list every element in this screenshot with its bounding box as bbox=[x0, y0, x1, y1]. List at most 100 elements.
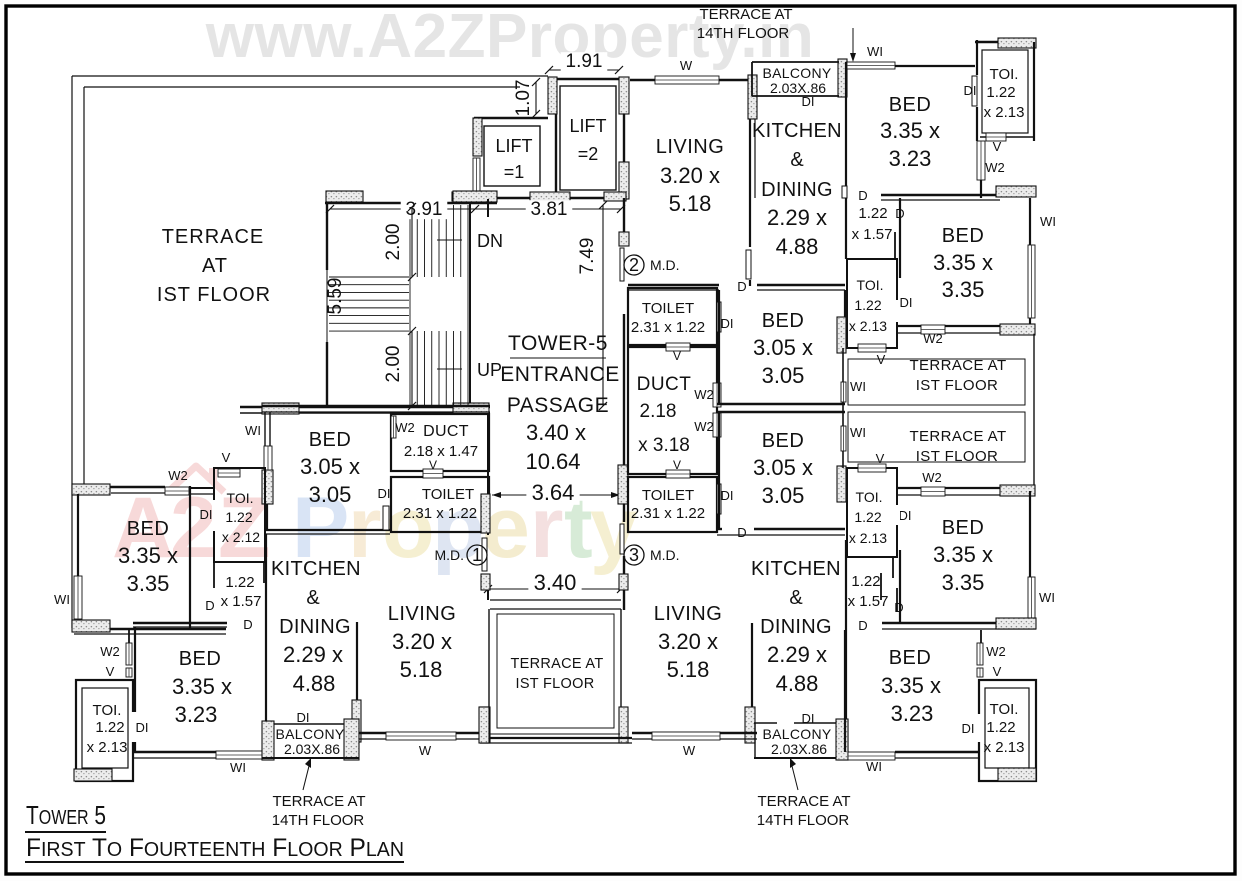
svg-text:3.23: 3.23 bbox=[889, 146, 932, 171]
svg-text:W2: W2 bbox=[395, 420, 415, 435]
svg-text:DI: DI bbox=[962, 721, 975, 736]
svg-text:M.D.: M.D. bbox=[434, 547, 464, 563]
svg-text:BED: BED bbox=[942, 517, 985, 539]
svg-text:TERRACE AT: TERRACE AT bbox=[699, 6, 792, 23]
svg-text:ENTRANCE: ENTRANCE bbox=[500, 363, 620, 386]
svg-text:=2: =2 bbox=[578, 144, 599, 164]
svg-text:TERRACE AT: TERRACE AT bbox=[909, 357, 1006, 374]
svg-text:W2: W2 bbox=[694, 419, 714, 434]
svg-text:x 1.57: x 1.57 bbox=[852, 226, 893, 243]
svg-text:BALCONY: BALCONY bbox=[762, 726, 831, 742]
svg-text:4.88: 4.88 bbox=[776, 671, 819, 696]
svg-text:DUCT: DUCT bbox=[637, 374, 692, 395]
svg-text:W: W bbox=[419, 743, 432, 758]
svg-text:WI: WI bbox=[867, 44, 883, 59]
svg-text:W2: W2 bbox=[922, 470, 942, 485]
svg-text:DI: DI bbox=[802, 94, 815, 109]
svg-text:DI: DI bbox=[964, 83, 977, 98]
svg-text:TERRACE: TERRACE bbox=[162, 226, 265, 248]
svg-text:&: & bbox=[306, 587, 320, 609]
svg-text:V: V bbox=[673, 458, 681, 472]
svg-text:3.05: 3.05 bbox=[762, 363, 805, 388]
svg-text:D: D bbox=[205, 598, 214, 613]
svg-text:BED: BED bbox=[127, 518, 170, 540]
svg-text:x 2.13: x 2.13 bbox=[984, 104, 1025, 121]
svg-text:x 2.13: x 2.13 bbox=[849, 530, 887, 546]
svg-text:LIVING: LIVING bbox=[654, 603, 723, 625]
svg-text:UP: UP bbox=[477, 360, 502, 380]
svg-text:1.07: 1.07 bbox=[513, 80, 534, 117]
svg-text:5.18: 5.18 bbox=[667, 657, 710, 682]
svg-text:x 3.18: x 3.18 bbox=[638, 435, 690, 456]
svg-text:WI: WI bbox=[245, 423, 261, 438]
svg-text:1.22: 1.22 bbox=[95, 719, 124, 736]
svg-text:V: V bbox=[222, 450, 231, 465]
svg-text:1.22: 1.22 bbox=[986, 84, 1015, 101]
svg-text:PASSAGE: PASSAGE bbox=[507, 394, 609, 417]
svg-text:7.49: 7.49 bbox=[577, 238, 598, 275]
svg-text:1.22: 1.22 bbox=[225, 574, 254, 591]
svg-text:W2: W2 bbox=[923, 331, 943, 346]
svg-text:LIFT: LIFT bbox=[495, 136, 532, 156]
svg-text:3.05 x: 3.05 x bbox=[300, 454, 360, 479]
svg-text:&: & bbox=[790, 149, 804, 171]
svg-text:DI: DI bbox=[297, 710, 310, 725]
svg-text:TERRACE AT: TERRACE AT bbox=[909, 428, 1006, 445]
svg-text:3.64: 3.64 bbox=[532, 480, 575, 505]
svg-text:WI: WI bbox=[54, 592, 70, 607]
svg-text:DI: DI bbox=[900, 295, 913, 310]
svg-text:AT: AT bbox=[202, 255, 228, 277]
svg-text:WI: WI bbox=[1039, 590, 1055, 605]
svg-text:14TH FLOOR: 14TH FLOOR bbox=[697, 25, 790, 42]
svg-text:BED: BED bbox=[309, 429, 352, 451]
svg-text:2.03X.86: 2.03X.86 bbox=[284, 741, 340, 757]
svg-text:3.35: 3.35 bbox=[942, 277, 985, 302]
svg-text:x 2.13: x 2.13 bbox=[87, 739, 128, 756]
svg-text:3.35 x: 3.35 x bbox=[118, 543, 178, 568]
svg-text:3.05 x: 3.05 x bbox=[753, 455, 813, 480]
svg-text:=1: =1 bbox=[504, 162, 525, 182]
svg-text:r: r bbox=[348, 480, 381, 576]
svg-text:W2: W2 bbox=[694, 387, 714, 402]
svg-text:2: 2 bbox=[629, 255, 639, 275]
svg-text:WI: WI bbox=[850, 425, 866, 440]
svg-text:IST FLOOR: IST FLOOR bbox=[916, 448, 999, 465]
svg-text:TOI.: TOI. bbox=[990, 66, 1019, 83]
svg-text:FIRST TO FOURTEENTH FLOOR PLA: FIRST TO FOURTEENTH FLOOR PLAN bbox=[26, 834, 404, 862]
svg-text:1.22: 1.22 bbox=[986, 719, 1015, 736]
svg-text:W2: W2 bbox=[100, 644, 120, 659]
svg-text:2.03X.86: 2.03X.86 bbox=[770, 80, 826, 96]
svg-text:TOI.: TOI. bbox=[856, 489, 883, 505]
svg-text:BED: BED bbox=[762, 310, 805, 332]
svg-text:3.91: 3.91 bbox=[406, 199, 443, 220]
svg-text:TERRACE AT: TERRACE AT bbox=[757, 793, 850, 810]
svg-text:W2: W2 bbox=[986, 644, 1006, 659]
svg-text:BALCONY: BALCONY bbox=[275, 726, 344, 742]
svg-text:TOI.: TOI. bbox=[227, 490, 254, 506]
svg-text:D: D bbox=[894, 600, 903, 615]
svg-text:2.31 x 1.22: 2.31 x 1.22 bbox=[631, 319, 705, 336]
svg-text:P: P bbox=[292, 480, 349, 576]
svg-text:W2: W2 bbox=[168, 468, 188, 483]
svg-text:10.64: 10.64 bbox=[525, 449, 580, 474]
svg-text:V: V bbox=[993, 139, 1002, 154]
svg-text:D: D bbox=[858, 188, 867, 203]
svg-text:&: & bbox=[789, 587, 803, 609]
svg-text:5.18: 5.18 bbox=[400, 657, 443, 682]
svg-text:2.00: 2.00 bbox=[383, 346, 404, 383]
svg-text:3.05 x: 3.05 x bbox=[753, 335, 813, 360]
svg-text:3.35 x: 3.35 x bbox=[933, 542, 993, 567]
svg-text:3.20 x: 3.20 x bbox=[658, 629, 718, 654]
svg-text:x 2.13: x 2.13 bbox=[849, 318, 887, 334]
svg-text:W: W bbox=[683, 743, 696, 758]
svg-text:3: 3 bbox=[629, 545, 639, 565]
svg-text:3.35 x: 3.35 x bbox=[172, 674, 232, 699]
svg-text:DI: DI bbox=[899, 508, 912, 523]
svg-text:2.29 x: 2.29 x bbox=[767, 205, 827, 230]
svg-text:TOILET: TOILET bbox=[642, 487, 694, 504]
svg-text:W2: W2 bbox=[985, 160, 1005, 175]
svg-text:DI: DI bbox=[136, 720, 149, 735]
svg-text:3.20 x: 3.20 x bbox=[660, 163, 720, 188]
svg-text:3.35 x: 3.35 x bbox=[880, 118, 940, 143]
svg-text:DI: DI bbox=[721, 316, 734, 331]
